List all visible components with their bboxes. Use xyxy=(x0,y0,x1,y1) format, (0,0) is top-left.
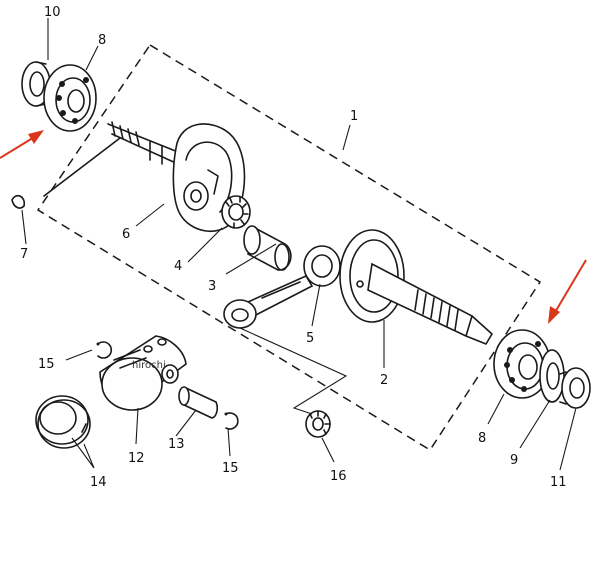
part-circlip-left xyxy=(96,341,113,359)
part-circlip-bottom xyxy=(224,412,239,430)
callout-10: 10 xyxy=(44,5,61,20)
part-needle-bearing xyxy=(221,195,251,229)
part-bearing-right xyxy=(493,329,551,399)
callout-11: 11 xyxy=(550,475,567,490)
callout-8-top: 8 xyxy=(98,33,106,48)
leader-lines xyxy=(21,18,577,471)
callout-7: 7 xyxy=(20,247,28,262)
callout-2: 2 xyxy=(380,373,388,388)
callout-1: 1 xyxy=(350,109,358,124)
part-connecting-rod xyxy=(223,245,341,329)
callout-12: 12 xyxy=(128,451,145,466)
part-crank-pin xyxy=(243,225,292,271)
red-arrow-right xyxy=(548,259,587,324)
part-piston-rings xyxy=(35,395,91,449)
red-arrow-left xyxy=(0,130,44,159)
callout-3: 3 xyxy=(208,279,216,294)
part-woodruff-key xyxy=(11,194,26,209)
part-piston xyxy=(99,335,187,411)
part-piston-pin xyxy=(178,386,218,419)
callout-4: 4 xyxy=(174,259,182,274)
watermark-text: hirochi xyxy=(132,360,166,371)
part-crank-half-left xyxy=(43,121,246,232)
callout-16: 16 xyxy=(330,469,347,484)
part-crank-half-right xyxy=(339,229,493,345)
callout-8-right: 8 xyxy=(478,431,486,446)
part-oil-seal-left xyxy=(21,61,51,107)
callout-15-bottom: 15 xyxy=(222,461,239,476)
callout-15-left: 15 xyxy=(38,357,55,372)
callout-14: 14 xyxy=(90,475,107,490)
part-bearing-left xyxy=(43,64,97,132)
callout-6: 6 xyxy=(122,227,130,242)
callout-5: 5 xyxy=(306,331,314,346)
part-small-end-bearing xyxy=(305,410,331,438)
callout-9: 9 xyxy=(510,453,518,468)
assembly-dashed-boundary xyxy=(36,43,542,452)
callout-13: 13 xyxy=(168,437,185,452)
part-washer-right xyxy=(539,349,565,403)
